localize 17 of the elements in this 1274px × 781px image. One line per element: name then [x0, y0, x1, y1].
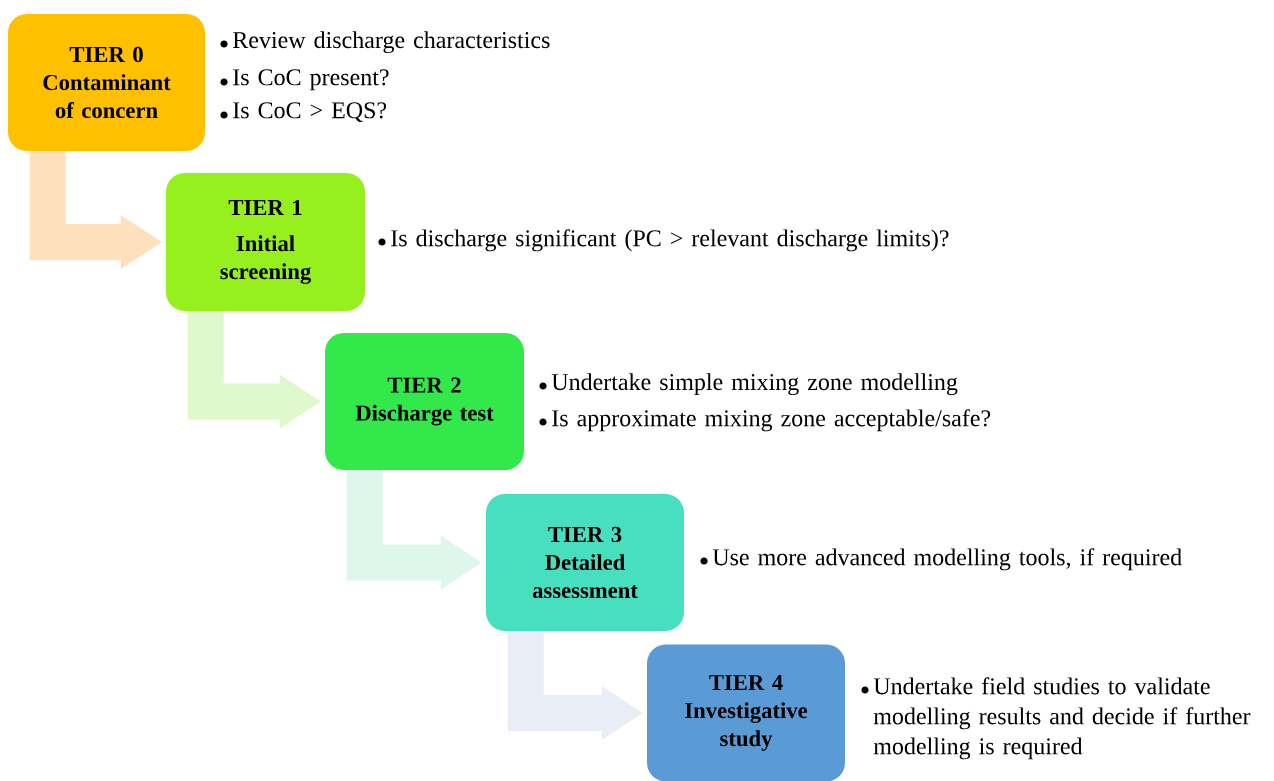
tier-box: TIER 0 Contaminant of concern: [8, 14, 205, 151]
tier-box: TIER 4 Investigative study: [647, 644, 845, 781]
tier-box: TIER 1 Initial screening: [166, 173, 365, 311]
bent-arrow: [507, 631, 643, 740]
bullet-text: Undertake simple mixing zone modelling: [551, 373, 958, 396]
bent-arrow: [29, 151, 162, 269]
bullet-text: Is CoC present?: [233, 69, 389, 91]
bullet-text: Is discharge significant (PC > relevant discharge limits)?: [391, 229, 949, 252]
bent-arrow: [187, 311, 321, 429]
bent-arrow: [346, 470, 482, 590]
bullet-text: Use more advanced modelling tools, if required: [712, 548, 1182, 571]
bullet-text: Review discharge characteristics: [232, 31, 550, 54]
tier-box: TIER 3 Detailed assessment: [486, 494, 684, 631]
tier-box: TIER 2 Discharge test: [325, 333, 524, 470]
bullet-text: Is approximate mixing zone acceptable/safe?: [552, 409, 991, 432]
bullet-text: Undertake field studies to validate modelling results and decide if further modelling is required: [873, 677, 1251, 760]
bullet-text: Is CoC > EQS?: [233, 102, 387, 123]
